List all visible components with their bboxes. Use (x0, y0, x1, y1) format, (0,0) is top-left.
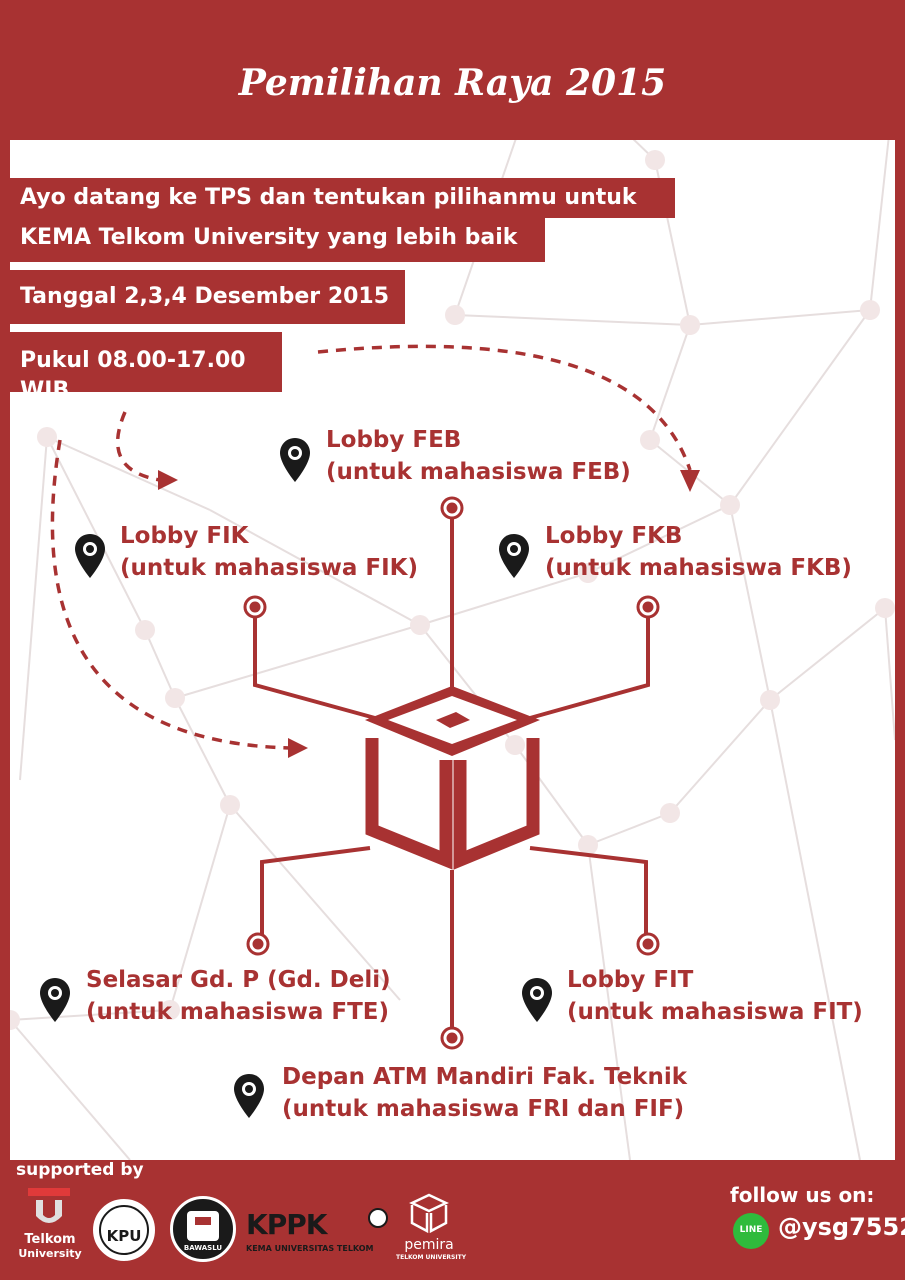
page-title: Pemilihan Raya 2015 (238, 62, 667, 104)
location-note: (untuk mahasiswa FEB) (326, 459, 631, 485)
map-pin-icon (75, 534, 105, 578)
intro-line-2: KEMA Telkom University yang lebih baik (10, 218, 545, 262)
pemira-ballot-box-icon (409, 1193, 449, 1234)
location-feb: Lobby FEB (untuk mahasiswa FEB) (326, 424, 631, 488)
kppk-badge-icon (368, 1208, 388, 1228)
line-app-icon[interactable]: LINE (733, 1213, 769, 1249)
kpu-logo-text: KPU (106, 1227, 142, 1245)
supported-by-label: supported by (16, 1160, 144, 1180)
ballot-box-diagram (50, 344, 700, 1050)
pemira-logo-subtext: TELKOM UNIVERSITY (396, 1254, 467, 1261)
line-icon-label: LINE (739, 1225, 763, 1235)
telkom-logo-text: Telkom (24, 1232, 76, 1247)
location-fit: Lobby FIT (untuk mahasiswa FIT) (567, 964, 863, 1028)
map-pin-icon (522, 978, 552, 1022)
title-bar: Pemilihan Raya 2015 (10, 40, 895, 140)
location-note: (untuk mahasiswa FIT) (567, 999, 863, 1025)
line-id-link[interactable]: @ysg7552s (778, 1213, 905, 1241)
arrowhead-icon (288, 738, 308, 758)
arrowhead-icon (158, 470, 178, 490)
map-pin-icon (40, 978, 70, 1022)
location-note: (untuk mahasiswa FIK) (120, 555, 418, 581)
kppk-logo-text: KPPK (246, 1208, 327, 1241)
pemira-logo-text: pemira (404, 1237, 454, 1253)
kpu-logo: KPU (90, 1196, 158, 1264)
location-name: Selasar Gd. P (Gd. Deli) (86, 967, 391, 993)
map-pin-icon (234, 1074, 264, 1118)
location-note: (untuk mahasiswa FTE) (86, 999, 389, 1025)
dashed-arrow-top-right (317, 344, 692, 471)
date-banner: Tanggal 2,3,4 Desember 2015 (10, 270, 405, 324)
time-banner: Pukul 08.00-17.00 WIB (10, 332, 282, 403)
location-name: Depan ATM Mandiri Fak. Teknik (282, 1064, 688, 1090)
dashed-arrow-left (50, 439, 291, 750)
bawaslu-logo-text: BAWASLU (183, 1244, 223, 1252)
location-fte: Selasar Gd. P (Gd. Deli) (untuk mahasisw… (86, 964, 391, 1028)
telkom-university-logo (28, 1188, 70, 1223)
map-pin-icon (499, 534, 529, 578)
arrowhead-icon (680, 470, 700, 492)
location-note: (untuk mahasiswa FRI dan FIF) (282, 1096, 685, 1122)
location-name: Lobby FIT (567, 967, 694, 993)
telkom-logo-subtext: University (18, 1247, 82, 1260)
location-fri-fif: Depan ATM Mandiri Fak. Teknik (untuk mah… (282, 1061, 687, 1125)
location-name: Lobby FEB (326, 427, 462, 453)
location-fik: Lobby FIK (untuk mahasiswa FIK) (120, 520, 418, 584)
location-fkb: Lobby FKB (untuk mahasiswa FKB) (545, 520, 852, 584)
dashed-arrow-top-left (115, 411, 161, 482)
intro-line-1: Ayo datang ke TPS dan tentukan pilihanmu… (10, 178, 675, 218)
map-pin-icon (280, 438, 310, 482)
kppk-logo-subtext: KEMA UNIVERSITAS TELKOM (246, 1244, 374, 1253)
location-note: (untuk mahasiswa FKB) (545, 555, 852, 581)
location-name: Lobby FKB (545, 523, 683, 549)
follow-us-label: follow us on: (730, 1183, 875, 1207)
location-name: Lobby FIK (120, 523, 249, 549)
bawaslu-logo: BAWASLU (170, 1196, 236, 1262)
